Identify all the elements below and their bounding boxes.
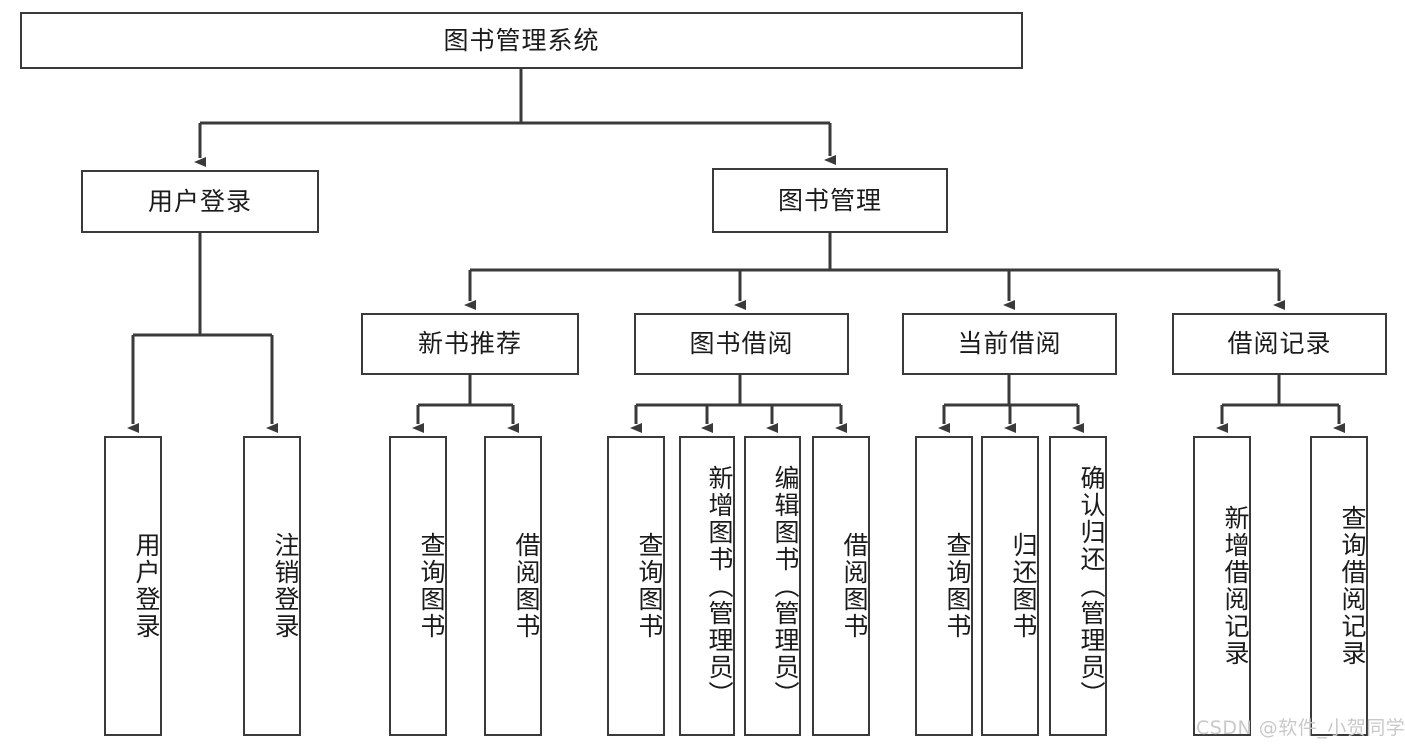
leaf-add-book-admin[interactable]: 新增图书（管理员） (679, 436, 735, 736)
leaf-edit-book-admin-label: 编辑图书（管理员） (771, 464, 800, 708)
leaf-add-borrow-record-label: 新增借阅记录 (1221, 505, 1250, 667)
leaf-borrow-book-recommend[interactable]: 借阅图书 (484, 436, 542, 736)
leaf-add-borrow-record[interactable]: 新增借阅记录 (1193, 436, 1251, 736)
node-root-label: 图书管理系统 (443, 25, 600, 55)
node-current-borrow[interactable]: 当前借阅 (902, 313, 1117, 375)
node-book-borrow[interactable]: 图书借阅 (634, 313, 849, 375)
leaf-query-borrow-record[interactable]: 查询借阅记录 (1310, 436, 1368, 736)
leaf-query-book-recommend[interactable]: 查询图书 (389, 436, 447, 736)
leaf-borrow-book-label: 借阅图书 (840, 532, 869, 640)
watermark: CSDN @软件_小贺同学 (1196, 717, 1405, 739)
leaf-query-book-recommend-label: 查询图书 (417, 532, 446, 640)
leaf-confirm-return-admin-label: 确认归还（管理员） (1077, 464, 1106, 708)
node-book-management-label: 图书管理 (777, 185, 882, 215)
leaf-query-book-current[interactable]: 查询图书 (915, 436, 973, 736)
node-borrow-record[interactable]: 借阅记录 (1172, 313, 1387, 375)
leaf-return-book-label: 归还图书 (1009, 532, 1038, 640)
leaf-query-book-borrow-label: 查询图书 (635, 532, 664, 640)
node-root[interactable]: 图书管理系统 (20, 12, 1023, 69)
node-borrow-record-label: 借阅记录 (1227, 329, 1332, 359)
node-current-borrow-label: 当前借阅 (957, 329, 1062, 359)
node-new-book-recommend-label: 新书推荐 (417, 329, 522, 359)
node-user-login-label: 用户登录 (147, 186, 252, 216)
leaf-edit-book-admin[interactable]: 编辑图书（管理员） (744, 436, 801, 736)
leaf-user-logout[interactable]: 注销登录 (243, 436, 301, 736)
leaf-user-logout-label: 注销登录 (271, 532, 300, 640)
node-book-borrow-label: 图书借阅 (689, 329, 794, 359)
leaf-add-book-admin-label: 新增图书（管理员） (705, 464, 734, 708)
node-user-login[interactable]: 用户登录 (81, 170, 319, 233)
node-book-management[interactable]: 图书管理 (712, 168, 948, 233)
leaf-user-login-label: 用户登录 (132, 532, 161, 640)
leaf-borrow-book[interactable]: 借阅图书 (812, 436, 870, 736)
leaf-borrow-book-recommend-label: 借阅图书 (512, 532, 541, 640)
leaf-user-login[interactable]: 用户登录 (104, 436, 162, 736)
leaf-confirm-return-admin[interactable]: 确认归还（管理员） (1049, 436, 1107, 736)
leaf-return-book[interactable]: 归还图书 (981, 436, 1039, 736)
leaf-query-borrow-record-label: 查询借阅记录 (1338, 505, 1367, 667)
leaf-query-book-current-label: 查询图书 (943, 532, 972, 640)
node-new-book-recommend[interactable]: 新书推荐 (361, 313, 579, 375)
leaf-query-book-borrow[interactable]: 查询图书 (607, 436, 665, 736)
